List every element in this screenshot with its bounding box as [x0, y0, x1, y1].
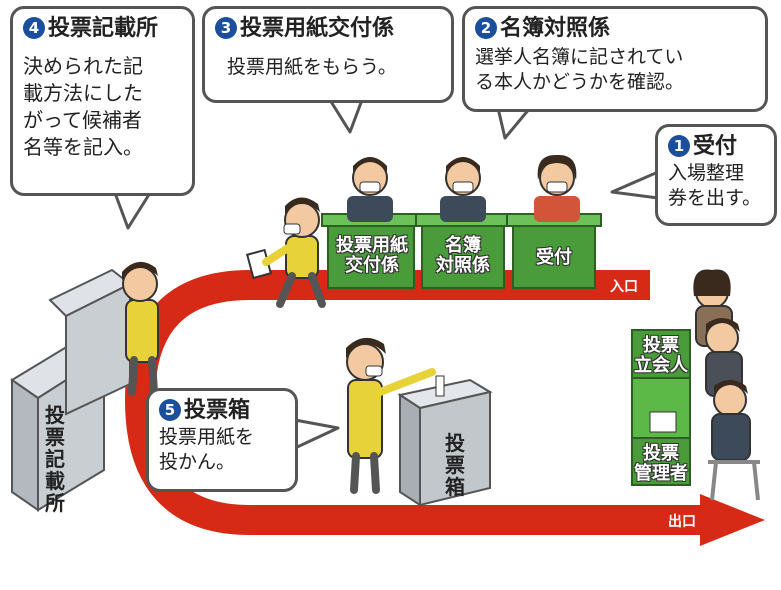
desk-sign-yoshi: 投票用紙 交付係 — [336, 235, 408, 276]
official-meibo — [440, 157, 486, 222]
bubble-yoshi-body: 投票用紙をもらう。 — [227, 56, 397, 78]
badge-2: 2 — [475, 17, 497, 39]
desk-sign-uketsuke: 受付 — [536, 247, 572, 268]
booth-label: 投票記載所 — [45, 403, 65, 515]
route-arrow — [124, 270, 705, 535]
desk-sign-meibo: 名簿 対照係 — [436, 235, 490, 276]
observer-desk — [631, 329, 691, 486]
tail-bako — [293, 418, 340, 450]
bubble-meibo-body: 選挙人名簿に記されてい る本人かどうかを確認。 — [475, 46, 685, 93]
badge-1: 1 — [668, 135, 690, 157]
ballot-box-drawing — [397, 375, 493, 507]
ballot-box-label: 投票箱 — [445, 431, 465, 499]
witness-label: 投票 立会人 — [634, 335, 688, 376]
manager-label: 投票 管理者 — [634, 443, 688, 484]
bubble-kisai-body: 決められた記 載方法にした がって候補者 名等を記入。 — [23, 54, 143, 159]
tail-uketsuke — [610, 170, 660, 200]
tail-kisai — [113, 191, 152, 230]
voter-at-box — [346, 337, 436, 494]
tail-yoshi — [328, 98, 364, 134]
exit-arrowhead — [700, 494, 765, 546]
exit-label: 出口 — [668, 514, 696, 530]
badge-3: 3 — [215, 17, 237, 39]
badge-5: 5 — [159, 399, 181, 421]
badge-4: 4 — [23, 17, 45, 39]
observers-people — [693, 269, 760, 501]
bubble-uketsuke-body: 入場整理 券を出す。 — [668, 162, 762, 209]
entrance-label: 入口 — [610, 279, 638, 295]
tail-meibo — [496, 106, 532, 140]
voter-at-booth — [122, 261, 159, 396]
desk-yoshi — [321, 213, 421, 289]
bubble-bako-body: 投票用紙を 投かん。 — [159, 426, 255, 473]
official-uketsuke — [534, 154, 580, 222]
voting-booths — [10, 268, 132, 512]
voter-walking — [245, 197, 326, 308]
official-yoshi — [347, 157, 393, 222]
